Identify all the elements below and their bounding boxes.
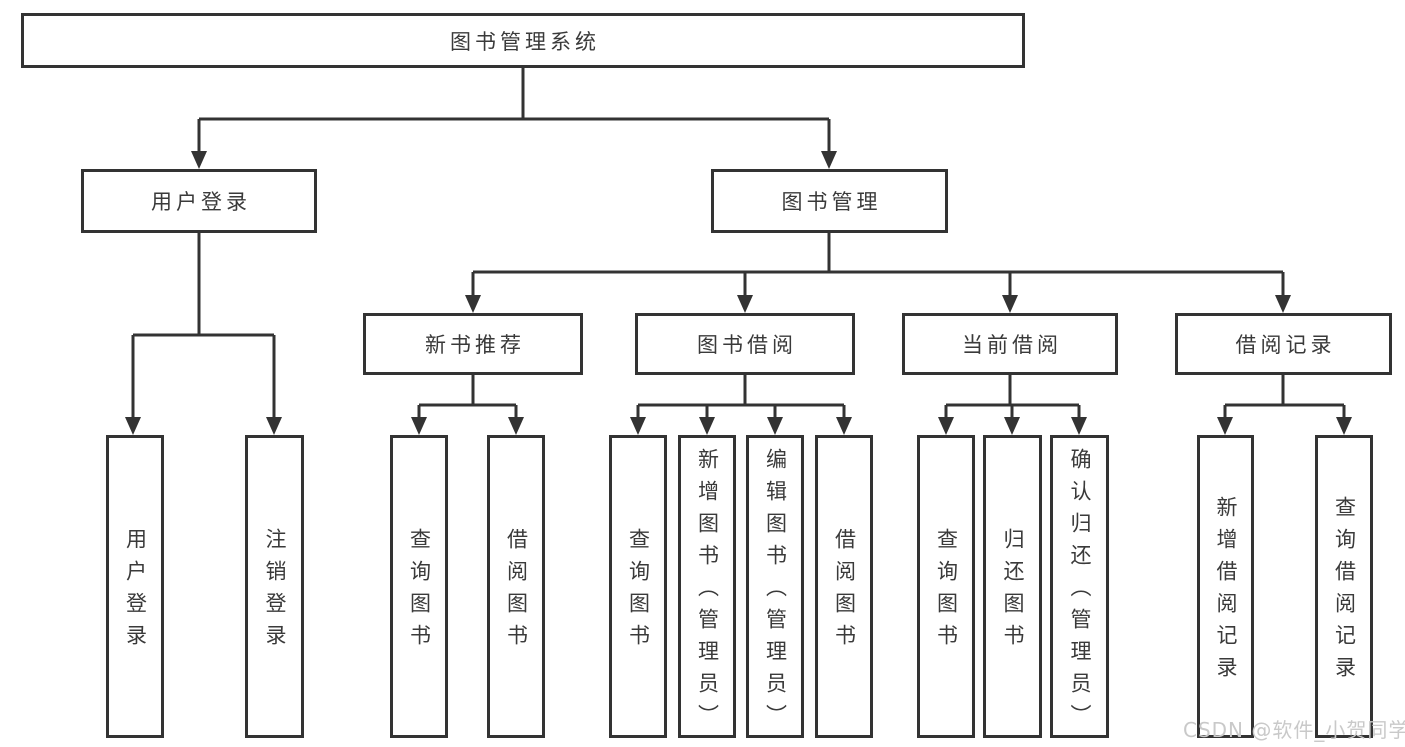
node-book-management: 图书管理 xyxy=(711,169,948,233)
connector-lines xyxy=(131,68,1346,417)
node-new-book-recommend-label: 新书推荐 xyxy=(425,333,525,357)
leaf-logout: 注销登录 xyxy=(245,435,304,738)
leaf-borrow-book-label: 借阅图书 xyxy=(832,528,857,656)
node-book-borrow-label: 图书借阅 xyxy=(697,333,797,357)
leaf-return-book: 归还图书 xyxy=(983,435,1042,738)
node-book-borrow: 图书借阅 xyxy=(635,313,855,375)
node-root-label: 图书管理系统 xyxy=(450,29,600,54)
leaf-query-book-borrow-label: 查询图书 xyxy=(626,528,651,656)
node-user-login: 用户登录 xyxy=(81,169,317,233)
leaf-edit-book-admin: 编辑图书（管理员） xyxy=(746,435,804,738)
leaf-add-borrow-record-label: 新增借阅记录 xyxy=(1214,496,1238,688)
leaf-query-book-recommend-label: 查询图书 xyxy=(407,528,432,656)
leaf-add-book-admin-label: 新增图书（管理员） xyxy=(695,448,720,736)
leaf-query-book-current-label: 查询图书 xyxy=(934,528,959,656)
node-root: 图书管理系统 xyxy=(21,13,1025,68)
leaf-edit-book-admin-label: 编辑图书（管理员） xyxy=(763,448,788,736)
leaf-return-book-label: 归还图书 xyxy=(1001,528,1025,656)
leaf-logout-label: 注销登录 xyxy=(263,528,287,656)
leaf-confirm-return-admin-label: 确认归还（管理员） xyxy=(1068,448,1092,736)
leaf-borrow-book-recommend: 借阅图书 xyxy=(487,435,545,738)
node-borrow-records-label: 借阅记录 xyxy=(1235,333,1336,357)
leaf-user-login-label: 用户登录 xyxy=(123,528,148,656)
leaf-query-borrow-record: 查询借阅记录 xyxy=(1315,435,1373,738)
csdn-watermark: CSDN @软件_小贺同学 xyxy=(1183,718,1405,742)
node-current-borrow-label: 当前借阅 xyxy=(962,333,1062,357)
leaf-add-borrow-record: 新增借阅记录 xyxy=(1197,435,1254,738)
node-new-book-recommend: 新书推荐 xyxy=(363,313,583,375)
leaf-borrow-book-recommend-label: 借阅图书 xyxy=(504,528,529,656)
node-user-login-label: 用户登录 xyxy=(151,190,251,214)
leaf-query-book-recommend: 查询图书 xyxy=(390,435,448,738)
node-current-borrow: 当前借阅 xyxy=(902,313,1118,375)
leaf-query-book-current: 查询图书 xyxy=(917,435,975,738)
leaf-query-borrow-record-label: 查询借阅记录 xyxy=(1332,496,1357,688)
leaf-confirm-return-admin: 确认归还（管理员） xyxy=(1050,435,1109,738)
leaf-add-book-admin: 新增图书（管理员） xyxy=(678,435,736,738)
leaf-borrow-book: 借阅图书 xyxy=(815,435,873,738)
node-book-management-label: 图书管理 xyxy=(781,190,882,214)
node-borrow-records: 借阅记录 xyxy=(1175,313,1392,375)
leaf-user-login: 用户登录 xyxy=(106,435,164,738)
leaf-query-book-borrow: 查询图书 xyxy=(609,435,667,738)
